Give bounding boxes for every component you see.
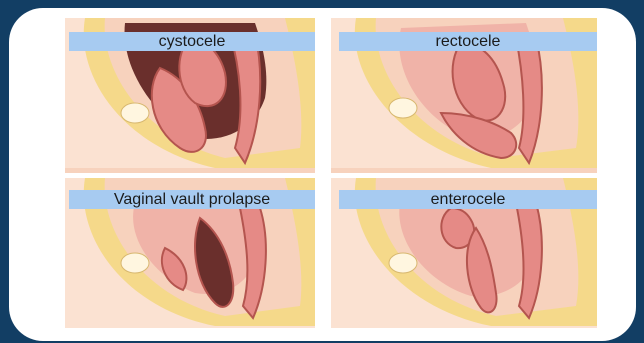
enterocele-illustration: enterocele [331,178,597,328]
cystocele-illustration: cystocele [65,18,315,173]
content-panel: cystocele rectocele [9,8,636,341]
rectocele-label: rectocele [339,32,597,51]
vaginal-vault-prolapse-label: Vaginal vault prolapse [69,190,315,209]
enterocele-label: enterocele [339,190,597,209]
cystocele-label: cystocele [69,32,315,51]
rectocele-illustration: rectocele [331,18,597,173]
vaginal-vault-prolapse-illustration: Vaginal vault prolapse [65,178,315,328]
